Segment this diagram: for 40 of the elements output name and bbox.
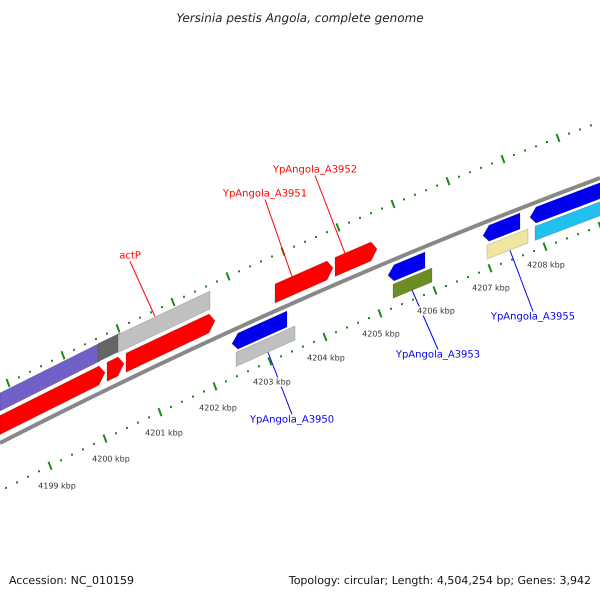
leader-line — [130, 261, 156, 317]
gene-bar — [118, 290, 210, 352]
gene-block — [483, 213, 520, 242]
gene-bar — [487, 229, 528, 260]
scale-label: 4202 kbp — [199, 404, 237, 412]
gene-label: YpAngola_A3951 — [222, 188, 308, 200]
scale-label: 4200 kbp — [92, 454, 130, 464]
leader-line — [510, 250, 534, 312]
gene-block — [530, 182, 600, 224]
scale-label: 4204 kbp — [307, 354, 345, 362]
gene-label: actP — [119, 250, 141, 262]
gene-label: YpAngola_A3952 — [272, 164, 358, 176]
title: Yersinia pestis Angola, complete genome — [176, 11, 424, 25]
footer-text: Accession: NC_010159 — [9, 574, 134, 587]
scale-label: 4203 kbp — [253, 378, 291, 386]
scale-label: 4207 kbp — [472, 284, 510, 292]
gene-label: YpAngola_A3953 — [396, 350, 480, 360]
footer-text: Topology: circular; Length: 4,504,254 bp; Genes: 3,942 — [288, 574, 591, 587]
gene-block — [275, 261, 333, 304]
gene-label: YpAngola_A3955 — [490, 312, 576, 322]
scale-label: 4206 kbp — [417, 306, 455, 316]
scale-label: 4205 kbp — [362, 330, 400, 338]
gene-block — [126, 314, 215, 372]
gene-block — [232, 310, 287, 349]
gene-label: YpAngola_A3950 — [250, 414, 334, 426]
gene-bar — [393, 268, 432, 298]
scale-label: 4201 kbp — [145, 428, 183, 438]
gene-bar — [0, 342, 100, 411]
leader-line — [412, 290, 438, 350]
scale-label: 4199 kbp — [38, 482, 76, 490]
gene-bar — [535, 201, 600, 241]
gene-bar — [236, 326, 295, 367]
gene-block — [335, 242, 377, 277]
leader-line — [314, 175, 346, 254]
scale-label: 4208 kbp — [527, 260, 565, 270]
leader-line — [268, 352, 292, 415]
gene-block — [388, 252, 425, 280]
gene-block — [107, 357, 124, 382]
gene-block — [0, 366, 105, 435]
leader-line — [264, 199, 292, 278]
